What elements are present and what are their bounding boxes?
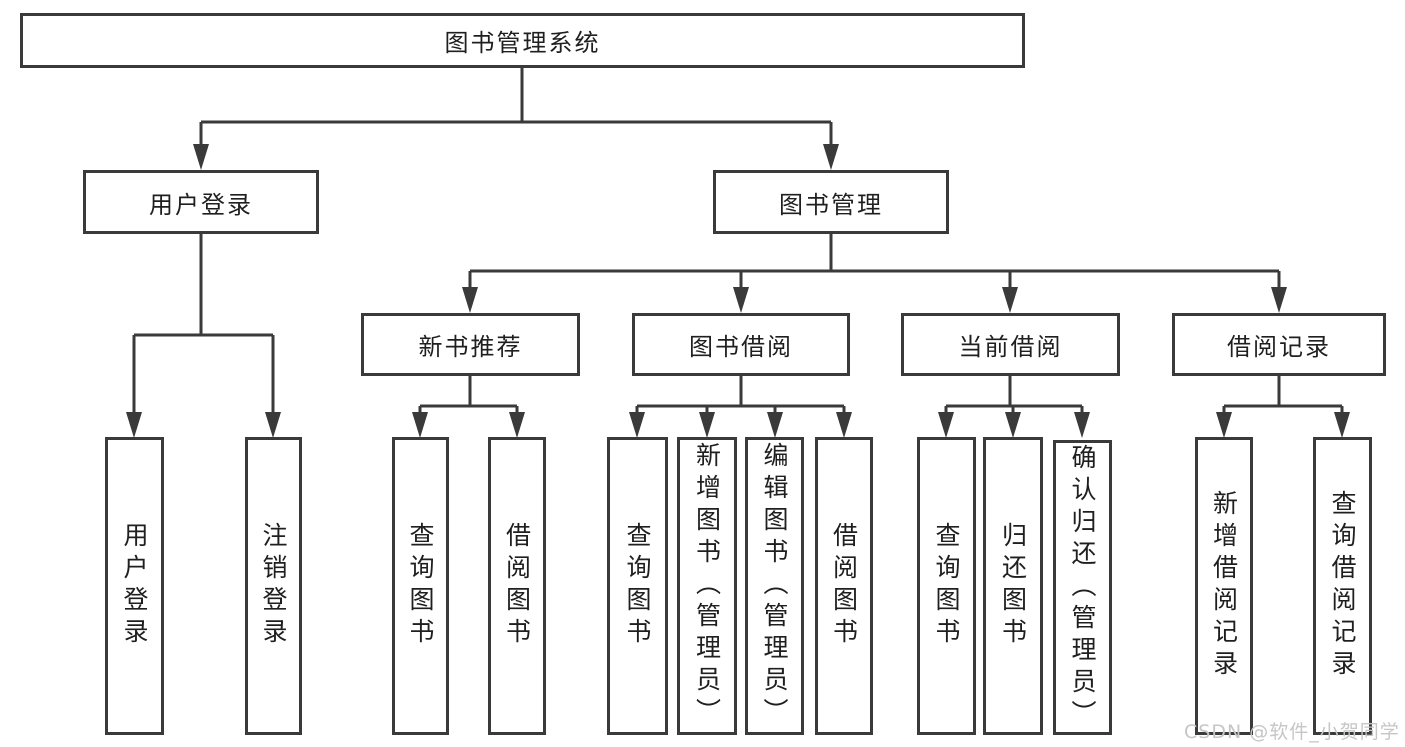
leaf-return-books-label: 归还图书 [998,522,1028,650]
connector-current-borrowing-to-leaves [944,376,1084,414]
leaf-user-login: 用户登录 [105,437,164,735]
leaf-confirm-return-admin-label: 确认归还（管理员） [1068,443,1097,732]
leaf-query-books-borrowing: 查询图书 [607,437,668,735]
node-root-label: 图书管理系统 [444,29,601,57]
leaf-query-books-new-label: 查询图书 [406,522,435,650]
node-new-books-label: 新书推荐 [418,333,523,361]
leaf-add-borrow-record: 新增借阅记录 [1195,437,1253,735]
leaf-return-books: 归还图书 [983,437,1043,735]
leaf-add-books-admin: 新增图书（管理员） [677,437,737,735]
connector-book-management-to-level3 [468,234,1281,289]
watermark: CSDN @软件_小贺同学 [1184,721,1400,743]
leaf-query-borrow-record-label: 查询借阅记录 [1328,490,1357,682]
leaf-add-borrow-record-label: 新增借阅记录 [1209,490,1239,682]
leaf-borrow-books-borrowing: 借阅图书 [815,437,873,735]
leaf-user-login-label: 用户登录 [120,522,149,650]
leaf-query-books-current-label: 查询图书 [932,522,961,650]
node-new-books: 新书推荐 [361,313,580,376]
node-current-borrowing-label: 当前借阅 [958,333,1063,361]
connector-book-borrowing-to-leaves [635,376,846,414]
node-book-management: 图书管理 [713,170,949,234]
connector-user-login-to-leaves [132,234,275,414]
leaf-add-books-admin-label: 新增图书（管理员） [692,442,722,730]
node-user-login-label: 用户登录 [149,190,253,219]
leaf-query-books-new: 查询图书 [392,437,449,735]
node-root: 图书管理系统 [20,13,1025,68]
node-book-management-label: 图书管理 [779,190,883,219]
leaf-edit-books-admin-label: 编辑图书（管理员） [760,442,789,730]
leaf-logout-label: 注销登录 [259,522,288,650]
connector-root-to-level2 [199,68,833,146]
leaf-borrow-books-new-label: 借阅图书 [502,522,532,650]
connector-new-books-to-leaves [418,376,519,414]
leaf-query-borrow-record: 查询借阅记录 [1313,437,1372,735]
node-current-borrowing: 当前借阅 [901,313,1120,376]
node-book-borrowing: 图书借阅 [632,313,850,376]
leaf-borrow-books-new: 借阅图书 [488,437,546,735]
leaf-query-books-borrowing-label: 查询图书 [623,522,652,650]
node-borrowing-records-label: 借阅记录 [1227,333,1331,361]
node-user-login: 用户登录 [83,170,319,234]
node-borrowing-records: 借阅记录 [1172,313,1386,376]
leaf-confirm-return-admin: 确认归还（管理员） [1053,440,1112,735]
leaf-borrow-books-borrowing-label: 借阅图书 [829,522,859,650]
leaf-edit-books-admin: 编辑图书（管理员） [745,437,804,735]
leaf-query-books-current: 查询图书 [917,437,976,735]
leaf-logout: 注销登录 [245,437,302,735]
connector-borrowing-records-to-leaves [1222,376,1344,414]
arrowhead-icons [126,144,1350,438]
node-book-borrowing-label: 图书借阅 [689,333,793,361]
